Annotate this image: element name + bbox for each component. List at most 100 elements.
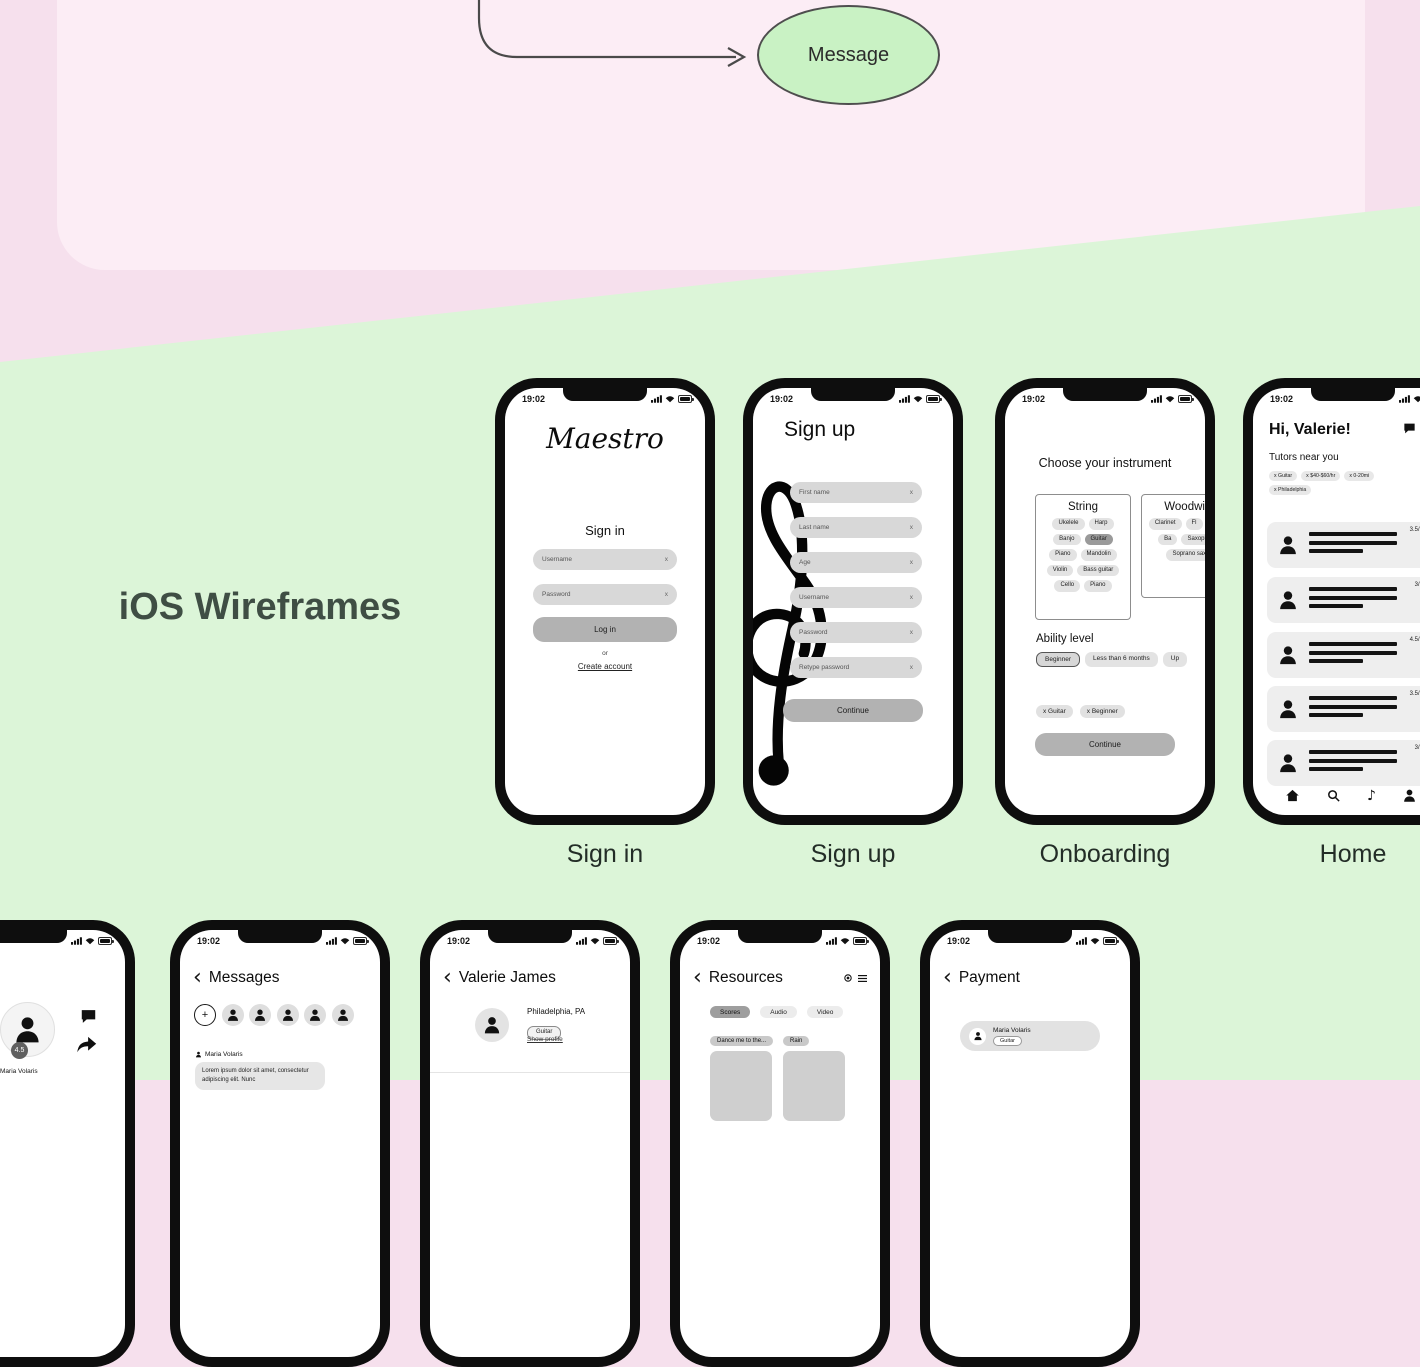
instrument-chip[interactable]: Cello: [1054, 580, 1081, 592]
phone-frame-messages[interactable]: 19:02 ‹ Messages + Maria Volaris: [170, 920, 390, 1367]
filter-chip[interactable]: x 0-20mi: [1344, 471, 1375, 481]
resource-card-label[interactable]: Rain: [783, 1036, 810, 1046]
tutor-card[interactable]: 3.5/5: [1267, 686, 1420, 732]
share-icon[interactable]: [76, 1036, 97, 1054]
instrument-chip[interactable]: Bass guitar: [1077, 564, 1120, 576]
filter-chip[interactable]: x Guitar: [1269, 471, 1298, 481]
clear-icon[interactable]: x: [664, 591, 668, 598]
tutor-rating: 3/5: [1414, 582, 1420, 588]
resource-thumbnail[interactable]: [783, 1051, 845, 1121]
contact-avatar[interactable]: [304, 1004, 326, 1026]
frame-caption-onboarding[interactable]: Onboarding: [1039, 840, 1171, 868]
tab-scores[interactable]: Scores: [710, 1006, 751, 1018]
selected-tag[interactable]: x Guitar: [1036, 705, 1073, 719]
instrument-chip[interactable]: Mandolin: [1080, 549, 1117, 561]
flow-node-message[interactable]: Message: [757, 5, 940, 105]
resource-card-label[interactable]: Dance me to the...: [710, 1036, 774, 1046]
last-name-field[interactable]: Last name x: [790, 517, 922, 538]
ability-chip[interactable]: Less than 6 months: [1085, 652, 1158, 668]
wifi-icon: [340, 938, 350, 945]
tab-audio[interactable]: Audio: [760, 1006, 797, 1018]
status-time: 19:02: [197, 936, 221, 946]
password-field[interactable]: Password x: [790, 622, 922, 643]
message-icon[interactable]: [80, 1008, 97, 1025]
tutor-avatar: [1275, 640, 1301, 670]
record-icon[interactable]: [844, 974, 852, 982]
home-tab-icon[interactable]: [1285, 788, 1300, 803]
instrument-chip[interactable]: Piano: [1084, 580, 1112, 592]
tutor-card[interactable]: 4.5/5: [1267, 632, 1420, 678]
login-button[interactable]: Log in: [533, 617, 677, 642]
instrument-chip[interactable]: Saxophone: [1181, 533, 1205, 545]
contact-avatar[interactable]: [249, 1004, 271, 1026]
instrument-chip[interactable]: Piano: [1049, 549, 1077, 561]
retype-password-field[interactable]: Retype password x: [790, 657, 922, 678]
message-bubble[interactable]: Lorem ipsum dolor sit amet, consectetur …: [195, 1062, 325, 1090]
tab-video[interactable]: Video: [806, 1006, 844, 1018]
tutor-card[interactable]: 3.5/5: [1267, 522, 1420, 568]
selected-tag[interactable]: x Beginner: [1079, 705, 1125, 719]
first-name-field[interactable]: First name x: [790, 482, 922, 503]
contact-avatar[interactable]: [221, 1004, 244, 1026]
tutor-card[interactable]: 3/5: [1267, 740, 1420, 786]
continue-button[interactable]: Continue: [783, 699, 923, 722]
back-icon[interactable]: ‹: [193, 965, 202, 991]
instrument-chip[interactable]: Clarinet: [1148, 518, 1182, 530]
phone-frame-signup[interactable]: 19:02 Sign up First name x Last name x A…: [743, 378, 963, 825]
contact-avatar[interactable]: [276, 1004, 299, 1026]
resource-thumbnail[interactable]: [710, 1051, 772, 1121]
filter-chip[interactable]: x Philadelphia: [1269, 485, 1312, 495]
phone-frame-home[interactable]: 19:02 Hi, Valerie! Tutors near you x Gui…: [1243, 378, 1420, 825]
instrument-chip[interactable]: Fl: [1185, 518, 1203, 530]
instrument-chip[interactable]: Violin: [1046, 564, 1074, 576]
clear-icon[interactable]: x: [909, 489, 913, 496]
signal-icon: [326, 937, 337, 945]
nav-header: ‹ Payment: [943, 965, 1020, 991]
contact-avatar[interactable]: [331, 1004, 354, 1026]
clear-icon[interactable]: x: [909, 594, 913, 601]
instrument-chip[interactable]: Harp: [1088, 518, 1114, 530]
music-tab-icon[interactable]: ♪: [1367, 787, 1376, 804]
notch: [238, 930, 322, 943]
phone-frame-tutor-profile[interactable]: 19:02 4.5 Maria Volaris: [0, 920, 135, 1367]
clear-icon[interactable]: x: [909, 524, 913, 531]
search-tab-icon[interactable]: [1326, 788, 1341, 803]
frame-caption-home[interactable]: Home: [1319, 840, 1387, 868]
chat-icon[interactable]: [1403, 422, 1416, 435]
phone-frame-tutor-detail[interactable]: 19:02 ‹ Valerie James Philadelphia, PA G…: [420, 920, 640, 1367]
phone-frame-payment[interactable]: 19:02 ‹ Payment Maria Volaris Guitar: [920, 920, 1140, 1367]
filter-chip[interactable]: x $40-$60/hr: [1301, 471, 1341, 481]
tutor-card[interactable]: 3/5: [1267, 577, 1420, 623]
instrument-chip-selected[interactable]: Guitar: [1084, 533, 1113, 545]
continue-button[interactable]: Continue: [1035, 733, 1175, 756]
instrument-chip[interactable]: Soprano saxo: [1166, 549, 1205, 561]
password-field[interactable]: Password x: [533, 584, 677, 605]
instrument-chip[interactable]: Ukelele: [1052, 518, 1085, 530]
back-icon[interactable]: ‹: [443, 965, 452, 991]
clear-icon[interactable]: x: [909, 629, 913, 636]
phone-frame-resources[interactable]: 19:02 ‹ Resources Scores Audio Video Dan…: [670, 920, 890, 1367]
clear-icon[interactable]: x: [909, 559, 913, 566]
frame-caption-signin[interactable]: Sign in: [566, 840, 644, 868]
show-profile-link[interactable]: Show profile: [527, 1036, 563, 1043]
person-icon: [1280, 591, 1296, 610]
back-icon[interactable]: ‹: [693, 965, 702, 991]
clear-icon[interactable]: x: [909, 664, 913, 671]
phone-frame-signin[interactable]: 19:02 Maestro Sign in Username x Passwor…: [495, 378, 715, 825]
instrument-chip[interactable]: Banjo: [1053, 533, 1081, 545]
instrument-chip[interactable]: Ba: [1158, 533, 1178, 545]
frame-caption-signup[interactable]: Sign up: [810, 840, 896, 868]
age-field[interactable]: Age x: [790, 552, 922, 573]
profile-tab-icon[interactable]: [1402, 788, 1417, 803]
clear-icon[interactable]: x: [664, 556, 668, 563]
username-field[interactable]: Username x: [533, 549, 677, 570]
add-contact-button[interactable]: +: [194, 1004, 216, 1026]
create-account-link[interactable]: Create account: [577, 662, 633, 671]
ability-chip-selected[interactable]: Beginner: [1036, 652, 1081, 668]
phone-frame-onboarding[interactable]: 19:02 Choose your instrument String Ukel…: [995, 378, 1215, 825]
ability-chip[interactable]: Up: [1162, 652, 1188, 668]
username-field[interactable]: Username x: [790, 587, 922, 608]
menu-icon[interactable]: [858, 974, 867, 982]
back-icon[interactable]: ‹: [943, 965, 952, 991]
payee-card[interactable]: Maria Volaris Guitar: [960, 1021, 1100, 1051]
